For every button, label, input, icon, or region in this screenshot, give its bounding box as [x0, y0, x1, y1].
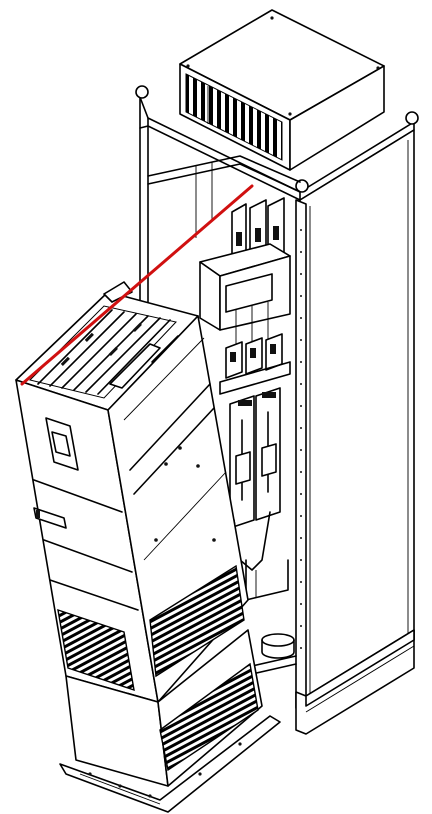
keypad-display	[45, 417, 79, 471]
cabinet	[135, 9, 419, 735]
top-fan-box	[179, 9, 385, 171]
lift-rail	[20, 184, 254, 386]
cable-gland	[245, 559, 295, 659]
contactor	[199, 243, 291, 350]
front-handle	[33, 507, 67, 529]
drive-unit	[15, 281, 281, 813]
fuse-block	[229, 387, 281, 571]
side-details	[123, 337, 227, 561]
top-grille	[37, 309, 171, 395]
terminal-bars	[219, 333, 291, 395]
post-perforations	[300, 229, 302, 649]
